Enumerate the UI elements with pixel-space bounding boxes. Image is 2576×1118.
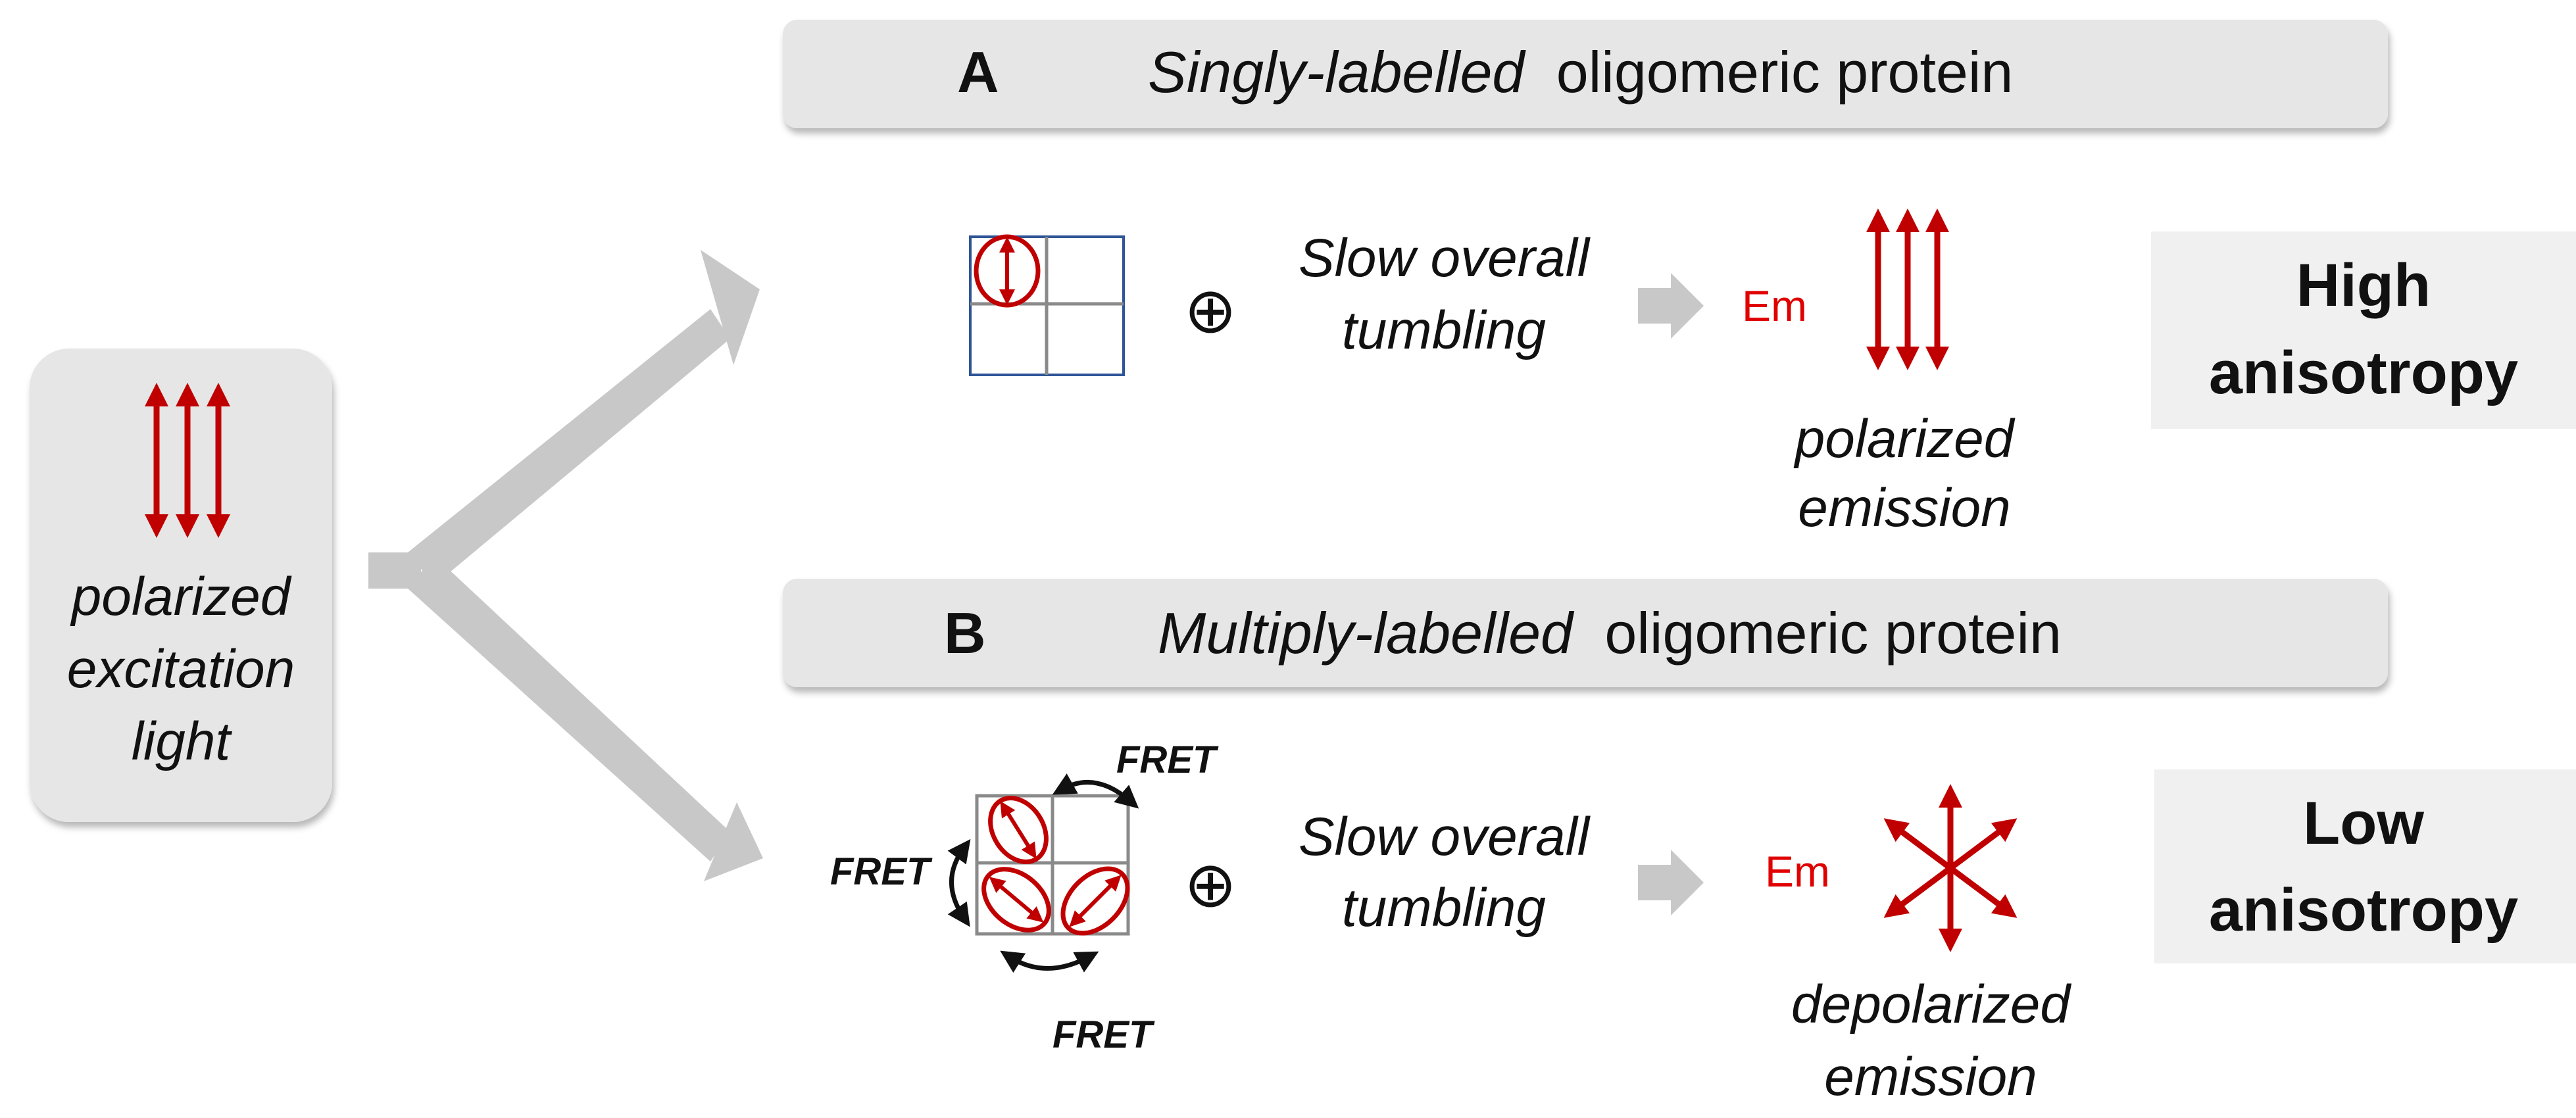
panel-b-header: B Multiply-labelled oligomeric protein [783,579,2388,687]
panel-a-em-label: Em [1742,281,1807,330]
panel-b-tumbling-line2: tumbling [1342,878,1546,938]
panel-b-result-line2: anisotropy [2209,877,2518,944]
panel-b-emission-line2: emission [1824,1047,2037,1107]
panel-b-letter: B [944,600,986,666]
panel-a-title: Singly-labelled oligomeric protein [1148,39,2013,105]
panel-a-oligomer-icon [969,234,1125,376]
excitation-label-line1: polarized [70,567,292,627]
panel-a-title-italic: Singly-labelled [1148,39,1526,105]
fret-curved-arrows [947,773,1139,973]
fret-arrow-bottom [1000,950,1099,973]
panel-b-title-rest: oligomeric protein [1604,600,2062,666]
panel-b-oligomer-icon [975,794,1130,936]
panel-b-result-line1: Low [2303,790,2424,857]
fret-arrow-left [947,838,971,927]
panel-a-emission-line1: polarized [1793,409,2016,469]
panel-a-emission-line2: emission [1798,478,2011,538]
panel-a-arrow-icon [1638,273,1704,339]
panel-a-plus-symbol: ⊕ [1184,274,1237,347]
panel-a-title-rest: oligomeric protein [1556,39,2014,105]
panel-b-em-label: Em [1765,847,1830,896]
panel-a-tumbling-line2: tumbling [1342,301,1546,360]
panel-a-polarized-emission-icon [1866,208,1949,370]
excitation-label-line3: light [132,712,233,771]
panel-b-title-italic: Multiply-labelled [1158,600,1575,666]
panel-b-depolarized-emission-icon [1883,784,2018,952]
panel-a-result-box: High anisotropy [2151,231,2576,429]
excitation-label-line2: excitation [67,639,295,699]
panel-a-result-line1: High [2296,252,2431,319]
panel-b-title: Multiply-labelled oligomeric protein [1158,600,2062,666]
branch-upper-head [701,250,760,365]
panel-a-header: A Singly-labelled oligomeric protein [783,20,2388,128]
branch-arrows [368,250,763,881]
panel-a-tumbling-line1: Slow overall [1299,228,1591,288]
panel-b-plus-symbol: ⊕ [1184,848,1237,921]
excitation-polarization-arrows-icon [145,383,230,538]
panel-b-tumbling-line1: Slow overall [1299,807,1591,867]
fret-label-left: FRET [830,850,933,893]
branch-stem [368,552,421,589]
fret-arrow-top [1052,773,1139,809]
branch-lower-head [704,802,763,881]
branch-lower-shaft [408,556,730,862]
panel-b-arrow-icon [1638,850,1704,915]
fret-label-top: FRET [1116,739,1219,781]
excitation-box: polarized excitation light [30,349,332,822]
fret-label-bottom: FRET [1053,1013,1155,1056]
panel-b-emission-line1: depolarized [1791,975,2071,1034]
panel-a-letter: A [957,39,999,105]
panel-b-result-box: Low anisotropy [2154,769,2576,963]
branch-upper-shaft [408,309,730,585]
panel-a-result-line2: anisotropy [2209,339,2518,406]
